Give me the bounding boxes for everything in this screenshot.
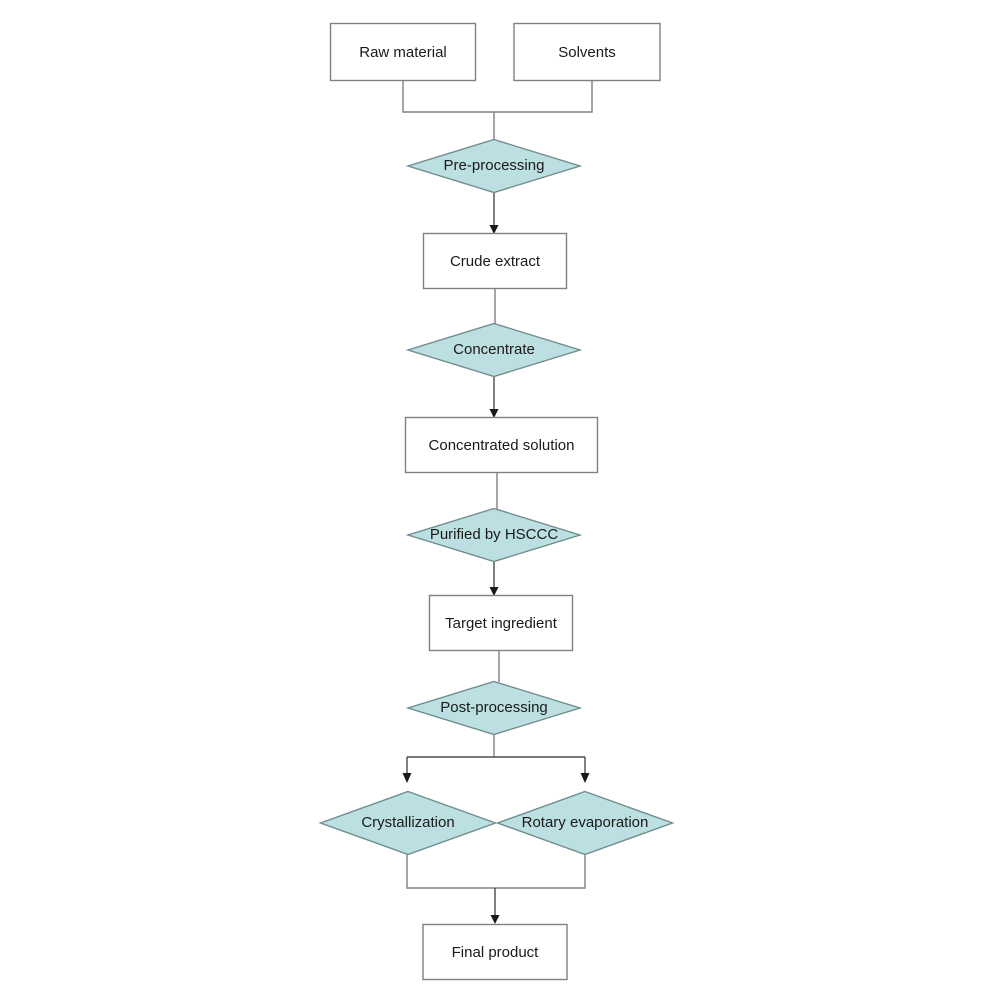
- node-post-processing[interactable]: Post-processing: [405, 680, 583, 736]
- node-concentrated-solution[interactable]: Concentrated solution: [404, 416, 599, 474]
- arrow-head-to-crude-extract: [489, 225, 499, 234]
- crystallization-diamond[interactable]: [318, 790, 498, 856]
- solvents-label: Solvents: [558, 44, 616, 61]
- rotary-evaporation-label: Rotary evaporation: [522, 814, 649, 831]
- node-solvents[interactable]: Solvents: [513, 22, 661, 82]
- arrow-head-to-target-ingredient: [489, 587, 499, 596]
- node-crude-extract[interactable]: Crude extract: [422, 232, 568, 290]
- purified-by-hsccc-label: Purified by HSCCC: [430, 526, 559, 543]
- arrow-head-to-rotary-evaporation: [580, 773, 590, 783]
- node-rotary-evaporation[interactable]: Rotary evaporation: [495, 790, 675, 856]
- concentrated-solution-label: Concentrated solution: [429, 437, 575, 454]
- node-concentrate[interactable]: Concentrate: [405, 322, 583, 378]
- purified-by-hsccc-diamond[interactable]: [405, 507, 583, 563]
- node-final-product[interactable]: Final product: [422, 923, 568, 981]
- post-processing-label: Post-processing: [440, 699, 548, 716]
- rotary-evaporation-diamond[interactable]: [495, 790, 675, 856]
- node-layer: Raw material Solvents Pre-processing Cru…: [318, 22, 675, 981]
- concentrated-solution-box[interactable]: [404, 416, 599, 474]
- target-ingredient-box[interactable]: [428, 594, 574, 652]
- node-pre-processing[interactable]: Pre-processing: [405, 138, 583, 194]
- edge-raw-solvents-merge-bar: [402, 81, 593, 113]
- post-processing-diamond[interactable]: [405, 680, 583, 736]
- arrow-head-to-concentrated-solution: [489, 409, 499, 418]
- node-raw-material[interactable]: Raw material: [329, 22, 477, 82]
- crystallization-label: Crystallization: [361, 814, 454, 831]
- raw-material-label: Raw material: [359, 44, 447, 61]
- concentrate-label: Concentrate: [453, 341, 535, 358]
- node-crystallization[interactable]: Crystallization: [318, 790, 498, 856]
- target-ingredient-label: Target ingredient: [445, 615, 558, 632]
- pre-processing-diamond[interactable]: [405, 138, 583, 194]
- node-target-ingredient[interactable]: Target ingredient: [428, 594, 574, 652]
- node-purified-by-hsccc[interactable]: Purified by HSCCC: [405, 507, 583, 563]
- concentrate-diamond[interactable]: [405, 322, 583, 378]
- crude-extract-label: Crude extract: [450, 253, 541, 270]
- connector-layer: [402, 81, 593, 924]
- arrow-head-to-crystallization: [402, 773, 412, 783]
- edge-branches-merge-bar: [406, 855, 586, 889]
- final-product-label: Final product: [452, 944, 540, 961]
- arrow-head-to-final-product: [490, 915, 500, 924]
- pre-processing-label: Pre-processing: [444, 157, 545, 174]
- crude-extract-box[interactable]: [422, 232, 568, 290]
- solvents-box[interactable]: [513, 22, 661, 82]
- raw-material-box[interactable]: [329, 22, 477, 82]
- final-product-box[interactable]: [422, 923, 568, 981]
